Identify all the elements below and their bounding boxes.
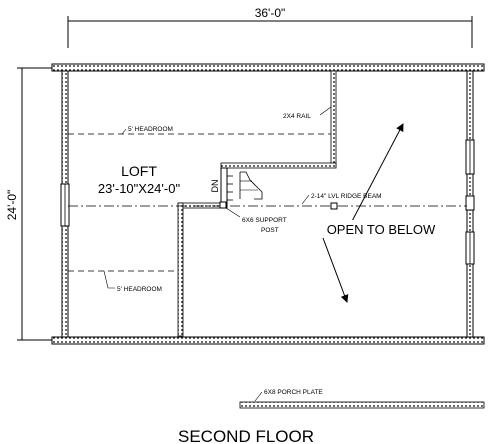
- bottom-wall: [51, 336, 485, 345]
- support-post-label-2: POST: [261, 227, 279, 234]
- overall-depth-label: 24'-0": [5, 190, 19, 221]
- floor-title: SECOND FLOOR: [178, 427, 314, 444]
- headroom-upper-leader: [121, 128, 127, 135]
- open-to-below: OPEN TO BELOW: [318, 123, 446, 303]
- ridge-beam-label: 2-14" LVL RIDGE BEAM: [311, 193, 382, 200]
- right-window-lower: [465, 231, 475, 265]
- headroom-lower-label: 5' HEADROOM: [117, 286, 162, 293]
- support-post: [219, 201, 227, 209]
- porch-plate: 6X8 PORCH PLATE: [239, 389, 485, 409]
- overall-width-label: 36'-0": [255, 6, 286, 20]
- support-post-label-1: 6X6 SUPPORT: [242, 217, 287, 224]
- ridge-beam-post: [330, 202, 338, 210]
- rail-leader: [319, 106, 332, 116]
- rail-label: 2X4 RAIL: [283, 113, 311, 120]
- exterior-walls: [51, 63, 485, 345]
- headroom-lower-leader: [103, 270, 115, 289]
- left-window: [60, 183, 70, 227]
- porch-plate-label: 6X8 PORCH PLATE: [264, 389, 323, 396]
- top-wall: [51, 63, 485, 72]
- room-name: LOFT: [121, 163, 157, 179]
- stair: DN: [210, 167, 263, 209]
- overall-depth-dimension: 24'-0": [5, 67, 52, 341]
- room-size: 23'-10"X24'-0": [98, 181, 181, 196]
- open-to-below-label: OPEN TO BELOW: [327, 222, 436, 237]
- ridge-beam-leader: [301, 194, 310, 205]
- right-window-upper: [465, 139, 475, 175]
- stair-down-label: DN: [210, 180, 220, 193]
- support-post-leader: [225, 207, 241, 218]
- right-wall-opening: [465, 195, 475, 211]
- headroom-upper-label: 5' HEADROOM: [128, 126, 173, 133]
- loft-rail: [177, 70, 337, 337]
- overall-width-dimension: 36'-0": [67, 6, 473, 48]
